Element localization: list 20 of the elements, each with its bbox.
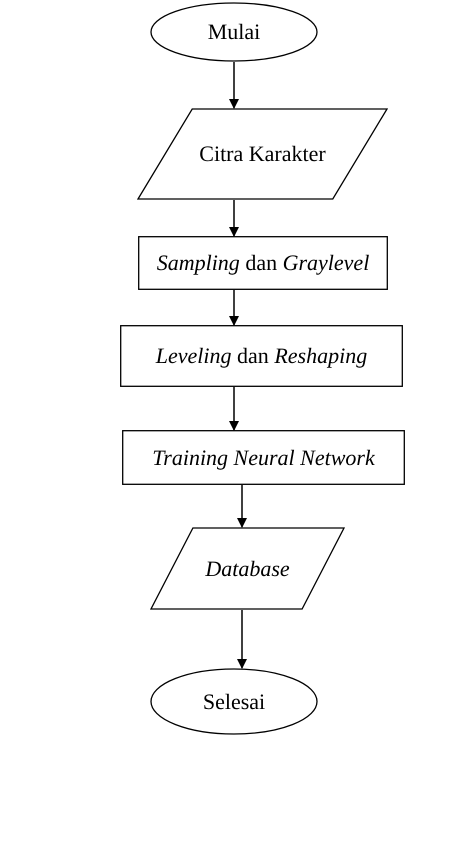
node-label: Selesai (202, 688, 266, 716)
node-label: Leveling dan Reshaping (156, 342, 368, 370)
node-label: Citra Karakter (199, 140, 326, 168)
arrow (229, 387, 239, 431)
input-parallelogram (137, 108, 388, 200)
end-terminator (150, 668, 318, 735)
node-label: Database (205, 554, 290, 582)
output-parallelogram (150, 527, 345, 610)
process-box (120, 325, 403, 387)
node-label: Sampling dan Graylevel (156, 249, 370, 277)
node-label: Training Neural Network (152, 444, 375, 472)
process-box (122, 430, 405, 485)
arrow (237, 610, 247, 669)
start-terminator (150, 2, 318, 62)
arrow (229, 290, 239, 326)
node-label: Mulai (208, 18, 260, 46)
arrow (229, 200, 239, 237)
arrow (237, 485, 247, 528)
arrow (229, 62, 239, 109)
process-box (138, 236, 388, 290)
